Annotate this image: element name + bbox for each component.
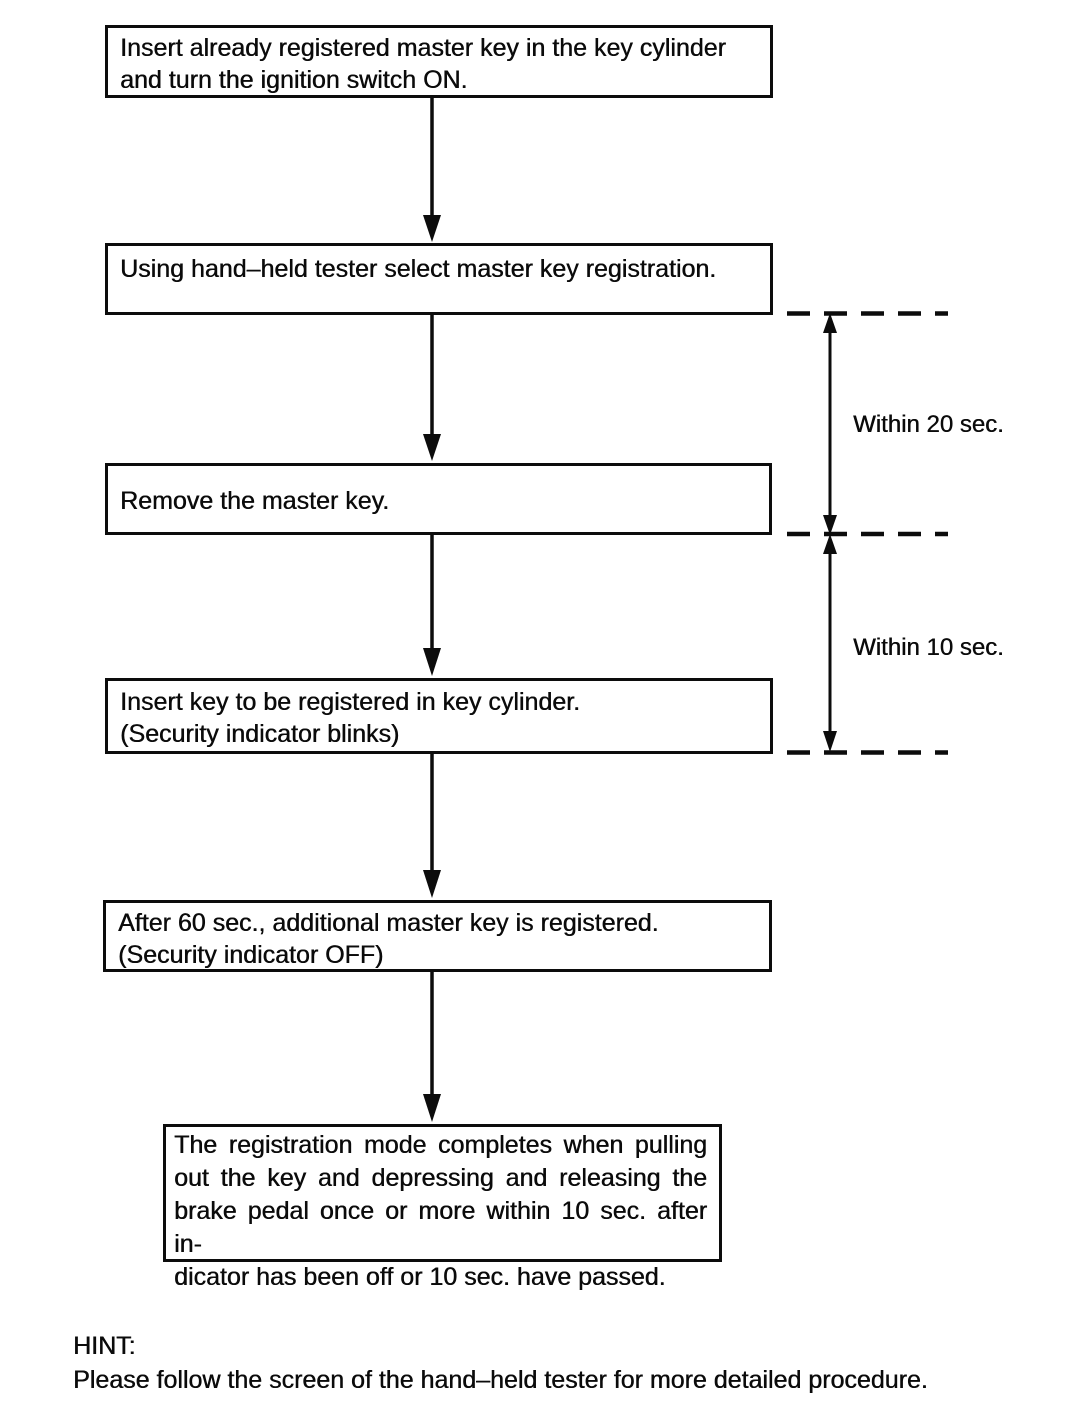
hint-section: HINT: Please follow the screen of the ha… bbox=[73, 1329, 928, 1397]
flow-step-6-text: dicator has been off or 10 sec. have pas… bbox=[174, 1263, 666, 1291]
flow-arrow-2 bbox=[423, 315, 441, 461]
flow-arrow-1 bbox=[423, 98, 441, 242]
flow-step-1: Insert already registered master key in … bbox=[105, 25, 773, 98]
flow-step-2-text: Using hand–held tester select master key… bbox=[120, 255, 717, 283]
timing-double-arrow-2 bbox=[823, 534, 837, 752]
flow-step-5-text: After 60 sec., additional master key is … bbox=[118, 909, 659, 937]
flow-step-4-text: Insert key to be registered in key cylin… bbox=[120, 688, 580, 716]
flow-step-6-text: brake pedal once or more within 10 sec. … bbox=[174, 1197, 707, 1258]
flow-arrow-4 bbox=[423, 753, 441, 898]
flow-step-3: Remove the master key. bbox=[105, 463, 772, 535]
flow-step-6: The registration mode completes when pul… bbox=[163, 1124, 722, 1291]
flow-step-6-text: The registration mode completes when pul… bbox=[174, 1131, 707, 1159]
flow-step-6-text: out the key and depressing and releasing… bbox=[174, 1164, 707, 1192]
flow-step-4-text: (Security indicator blinks) bbox=[120, 720, 400, 748]
timing-double-arrow-1 bbox=[823, 313, 837, 535]
hint-title: HINT: bbox=[73, 1332, 136, 1360]
flow-step-4: Insert key to be registered in key cylin… bbox=[105, 678, 773, 754]
flow-step-3-text: Remove the master key. bbox=[120, 487, 390, 515]
timing-label-within-10-sec: Within 10 sec. bbox=[853, 634, 1004, 661]
flow-step-5-text: (Security indicator OFF) bbox=[118, 941, 384, 969]
flow-step-1-text: and turn the ignition switch ON. bbox=[120, 66, 468, 94]
flow-arrow-5 bbox=[423, 972, 441, 1122]
flow-arrow-3 bbox=[423, 535, 441, 676]
flow-step-1-text: Insert already registered master key in … bbox=[120, 34, 726, 62]
timing-label-within-20-sec: Within 20 sec. bbox=[853, 411, 1004, 438]
hint-text: Please follow the screen of the hand–hel… bbox=[73, 1366, 928, 1394]
flow-step-5: After 60 sec., additional master key is … bbox=[103, 900, 772, 972]
flow-step-2: Using hand–held tester select master key… bbox=[105, 243, 773, 315]
